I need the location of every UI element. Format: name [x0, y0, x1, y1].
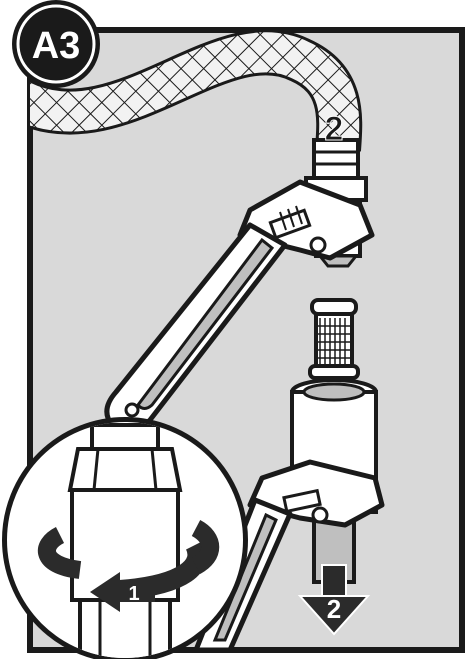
step-badge-label: A3	[32, 25, 81, 67]
screen-filter	[310, 300, 358, 378]
pull-step-number: 2	[327, 594, 341, 624]
step-badge: A3	[12, 0, 100, 88]
hose-step-number: 2	[325, 110, 344, 148]
rotate-step-number: 1	[128, 583, 139, 605]
